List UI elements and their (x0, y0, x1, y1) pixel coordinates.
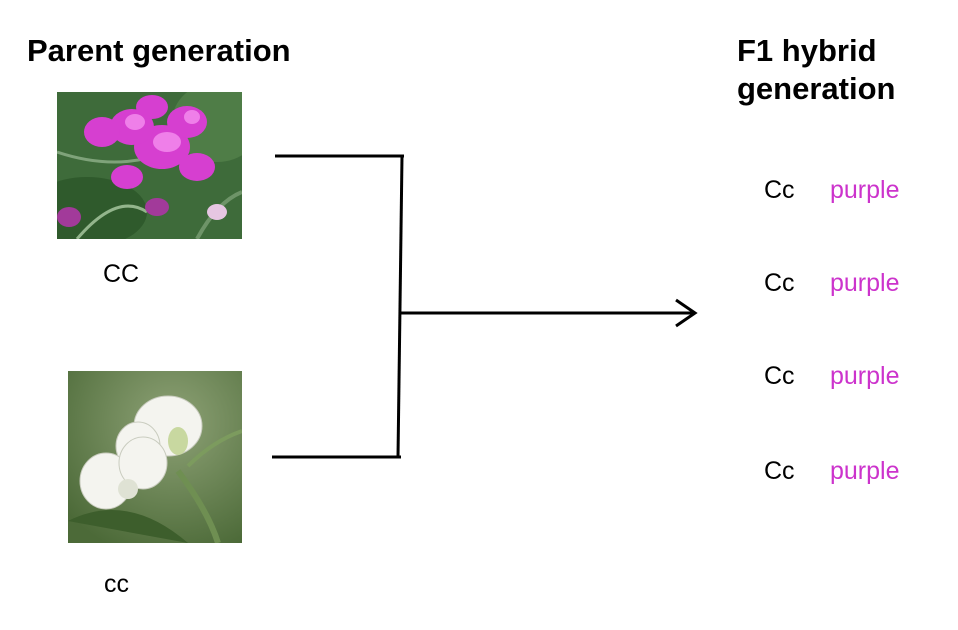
white-parent-genotype: cc (104, 570, 129, 598)
offspring-phenotype: purple (830, 362, 900, 390)
offspring-phenotype: purple (830, 269, 900, 297)
bracket-vertical-line (396, 155, 404, 458)
f1-generation-heading: F1 hybrid generation (737, 33, 896, 106)
purple-parent-genotype: CC (103, 260, 140, 288)
f1-offspring-row: Cc purple (764, 176, 900, 205)
offspring-phenotype: purple (830, 176, 900, 204)
offspring-genotype: Cc (764, 269, 795, 297)
purple-flower-image (57, 92, 242, 239)
offspring-phenotype: purple (830, 457, 900, 485)
offspring-genotype: Cc (764, 176, 795, 204)
f1-offspring-row: Cc purple (764, 362, 900, 391)
parent-generation-heading: Parent generation (27, 33, 291, 68)
offspring-genotype: Cc (764, 362, 795, 390)
white-flower-image (68, 371, 242, 543)
offspring-genotype: Cc (764, 457, 795, 485)
arrow-head-icon (675, 298, 698, 328)
f1-offspring-row: Cc purple (764, 269, 900, 298)
f1-offspring-row: Cc purple (764, 457, 900, 486)
